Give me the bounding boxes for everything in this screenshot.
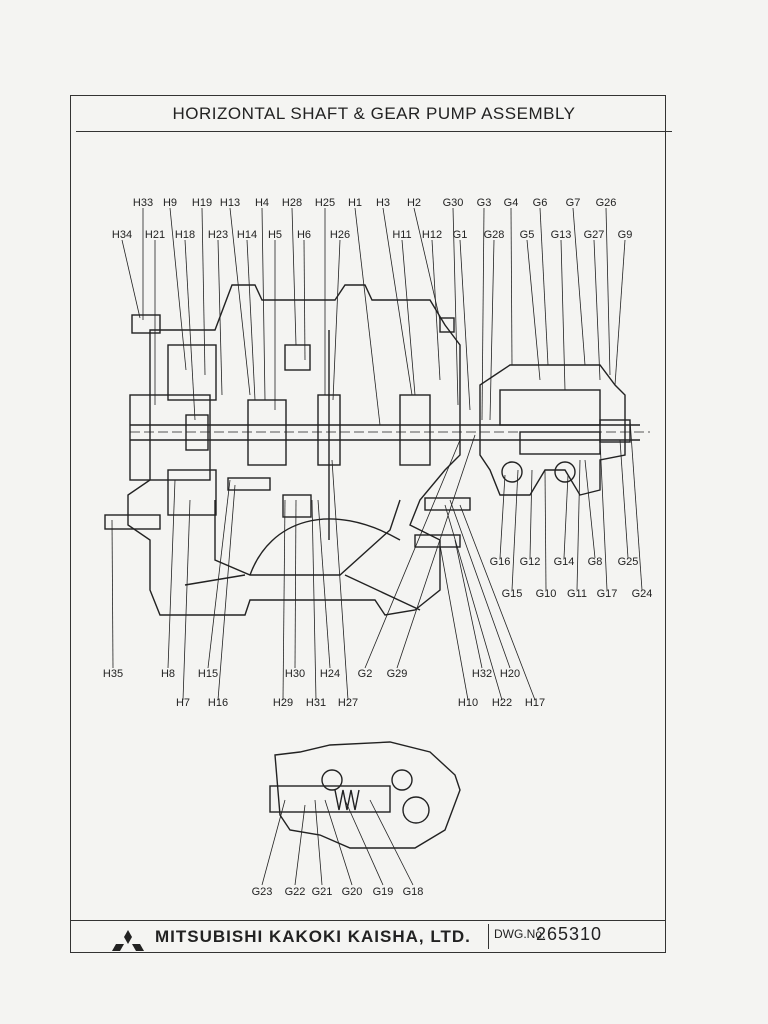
part-label-h18: H18 [175, 229, 195, 241]
part-label-g10: G10 [536, 588, 557, 600]
part-label-g14: G14 [554, 556, 575, 568]
drawing-title: HORIZONTAL SHAFT & GEAR PUMP ASSEMBLY [172, 104, 576, 123]
part-label-h15: H15 [198, 668, 218, 680]
part-label-h19: H19 [192, 197, 212, 209]
part-label-h11: H11 [392, 229, 411, 241]
part-label-g16: G16 [490, 556, 511, 568]
part-label-h7: H7 [176, 697, 190, 709]
part-label-g2: G2 [358, 668, 373, 680]
part-label-h1: H1 [348, 197, 362, 209]
part-label-g4: G4 [504, 197, 519, 209]
part-label-g26: G26 [596, 197, 617, 209]
part-label-h23: H23 [208, 229, 228, 241]
part-label-h34: H34 [112, 229, 132, 241]
part-label-g27: G27 [584, 229, 605, 241]
part-label-h16: H16 [208, 697, 228, 709]
part-label-h4: H4 [255, 197, 269, 209]
part-label-h35: H35 [103, 668, 123, 680]
part-label-h25: H25 [315, 197, 335, 209]
part-label-g11: G11 [567, 588, 587, 600]
part-label-h14: H14 [237, 229, 257, 241]
part-label-h21: H21 [145, 229, 165, 241]
part-label-h9: H9 [163, 197, 177, 209]
part-label-g6: G6 [533, 197, 548, 209]
part-label-h22: H22 [492, 697, 512, 709]
part-label-h29: H29 [273, 697, 293, 709]
drawing-number-box [488, 924, 641, 949]
part-label-g8: G8 [588, 556, 603, 568]
part-label-g25: G25 [618, 556, 639, 568]
part-label-h28: H28 [282, 197, 302, 209]
part-label-h24: H24 [320, 668, 340, 680]
pump-housing [127, 284, 461, 616]
part-label-h2: H2 [407, 197, 421, 209]
part-label-h12: H12 [422, 229, 442, 241]
part-label-g12: G12 [520, 556, 541, 568]
part-label-g7: G7 [566, 197, 581, 209]
part-label-h17: H17 [525, 697, 545, 709]
part-label-g3: G3 [477, 197, 492, 209]
part-label-g17: G17 [597, 588, 618, 600]
drawing-frame [70, 95, 666, 953]
coupling [129, 394, 211, 481]
part-labels: H33 H9 H19 H13 H4 H28 H25 H1 H3 H2 G30 G3 G4 G6 G7 G26H… [103, 197, 652, 898]
part-label-g1: G1 [453, 229, 468, 241]
part-label-g21: G21 [312, 886, 333, 898]
relief-valve-detail [274, 741, 461, 849]
bearing-left [247, 399, 287, 466]
part-label-h30: H30 [285, 668, 305, 680]
bearing-right [399, 394, 431, 466]
part-label-h10: H10 [458, 697, 478, 709]
part-label-g28: G28 [484, 229, 505, 241]
mitsubishi-logo [112, 930, 144, 951]
part-label-h8: H8 [161, 668, 175, 680]
title-footer [70, 920, 666, 952]
part-label-g23: G23 [252, 886, 273, 898]
part-label-g18: G18 [403, 886, 424, 898]
part-label-g13: G13 [551, 229, 572, 241]
part-label-h6: H6 [297, 229, 311, 241]
part-label-g15: G15 [502, 588, 523, 600]
part-label-h3: H3 [376, 197, 390, 209]
company-name: MITSUBISHI KAKOKI KAISHA, LTD. [155, 927, 471, 946]
drawing-number: 265310 [536, 924, 603, 944]
part-label-g20: G20 [342, 886, 363, 898]
drawing-number-label: DWG.No. [494, 927, 546, 941]
part-label-g5: G5 [520, 229, 535, 241]
part-label-g22: G22 [285, 886, 306, 898]
part-label-h32: H32 [472, 668, 492, 680]
gear-pump-body [479, 364, 626, 496]
part-label-h13: H13 [220, 197, 240, 209]
part-label-g30: G30 [443, 197, 464, 209]
part-label-g29: G29 [387, 668, 408, 680]
part-label-g19: G19 [373, 886, 394, 898]
part-label-g24: G24 [632, 588, 653, 600]
part-label-h20: H20 [500, 668, 520, 680]
part-label-h27: H27 [338, 697, 358, 709]
part-label-h33: H33 [133, 197, 153, 209]
part-label-h5: H5 [268, 229, 282, 241]
part-label-h26: H26 [330, 229, 350, 241]
title-block [76, 98, 672, 132]
part-label-h31: H31 [306, 697, 326, 709]
part-label-g9: G9 [618, 229, 633, 241]
